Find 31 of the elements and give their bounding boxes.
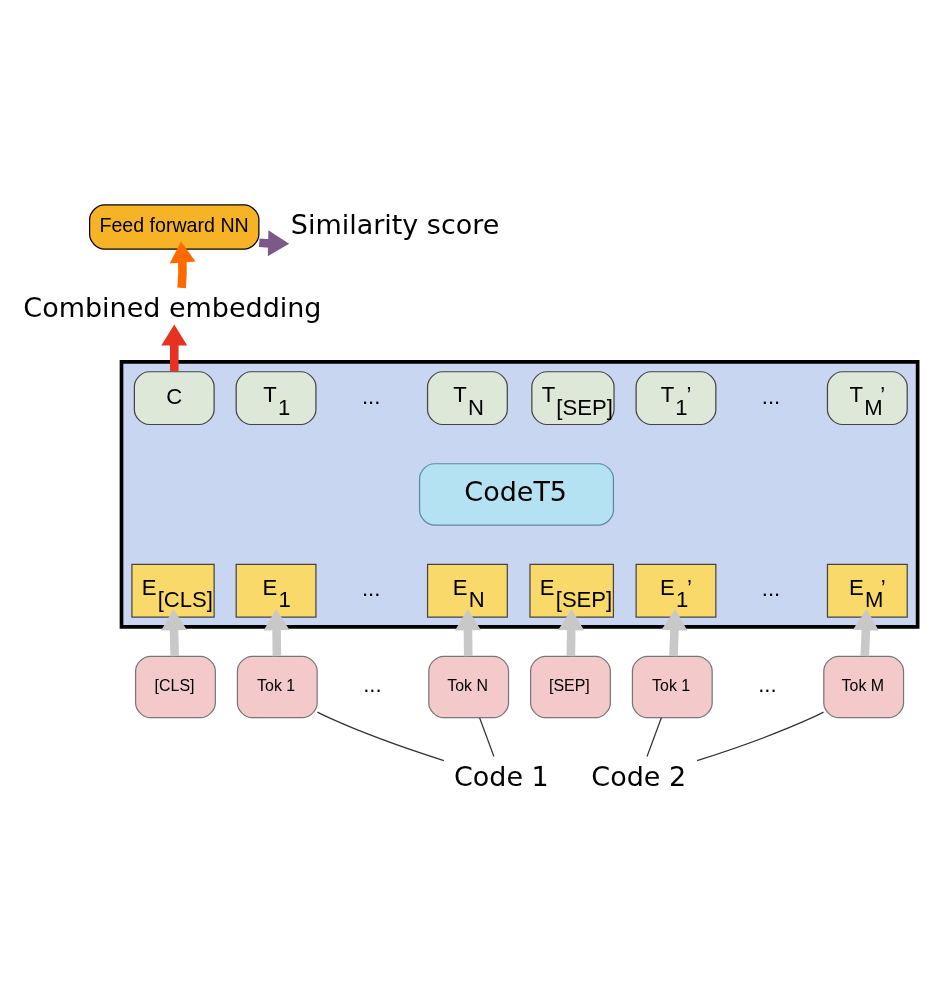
connector <box>478 716 495 757</box>
node-box: Tok N <box>428 655 510 718</box>
arrow <box>263 608 290 656</box>
node-text: Combined embedding <box>23 291 322 323</box>
arrow <box>661 608 688 656</box>
connector <box>646 716 662 757</box>
label: ... <box>761 383 781 409</box>
node-box: Tok M <box>823 655 905 718</box>
node-text: Code 2 <box>591 760 687 792</box>
node-box: [CLS] <box>135 655 216 718</box>
connector <box>316 711 445 761</box>
arrow <box>161 608 187 656</box>
label: ... <box>761 575 781 601</box>
node-box: [SEP] <box>530 655 611 718</box>
node-box: C <box>133 370 215 425</box>
node-box: CodeT5 <box>418 462 615 526</box>
arrow <box>169 240 196 288</box>
arrow <box>161 323 188 371</box>
arrow <box>852 608 879 656</box>
label: ... <box>363 671 382 697</box>
arrow <box>558 608 585 656</box>
node-text: Code 1 <box>453 760 549 792</box>
node-text: Similarity score <box>290 208 500 240</box>
node-box: Tok 1 <box>631 655 713 718</box>
label: ... <box>361 575 381 601</box>
node-box: Feed forward NN <box>89 203 260 250</box>
label: ... <box>758 671 777 697</box>
arrow <box>455 608 481 656</box>
connector <box>696 711 825 761</box>
label: ... <box>361 383 381 409</box>
node-box: Tok 1 <box>236 655 318 718</box>
